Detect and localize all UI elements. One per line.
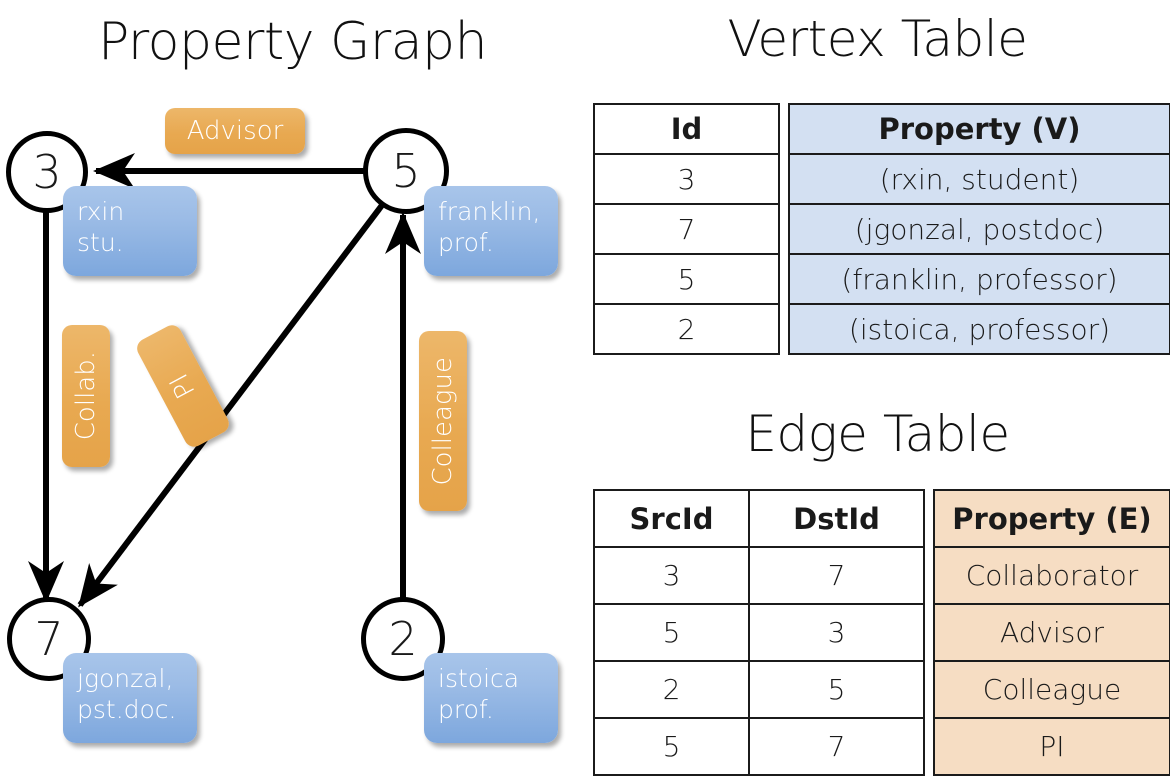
edge-cell-src: 2 bbox=[593, 660, 750, 719]
table-row: 3 (rxin, student) bbox=[593, 153, 1170, 205]
graph-node-3-label: 3 bbox=[32, 145, 62, 199]
edge-cell-property: Collaborator bbox=[933, 546, 1170, 605]
node-property-box-7: jgonzal, pst.doc. bbox=[63, 653, 197, 743]
node-property-box-2: istoica prof. bbox=[424, 653, 558, 743]
edge-cell-dst: 7 bbox=[748, 546, 925, 605]
graph-node-5[interactable]: 5 bbox=[363, 128, 449, 214]
vertex-cell-property: (franklin, professor) bbox=[788, 253, 1170, 305]
edge-table-header-srcid: SrcId bbox=[593, 489, 750, 548]
edge-table: SrcId DstId Property (E) 3 7 Collaborato… bbox=[593, 489, 1170, 776]
edge-5-to-7 bbox=[77, 190, 395, 608]
node-property-7-line2: pst.doc. bbox=[77, 695, 177, 725]
node-property-3-line2: stu. bbox=[77, 228, 124, 258]
edge-table-header-dstid: DstId bbox=[748, 489, 925, 548]
edge-label-advisor-text: Advisor bbox=[186, 116, 284, 146]
vertex-cell-id: 2 bbox=[593, 303, 780, 355]
edge-table-header-property: Property (E) bbox=[933, 489, 1170, 548]
edge-label-collab-text: Collab. bbox=[71, 351, 101, 441]
node-property-7-line1: jgonzal, bbox=[77, 664, 174, 693]
edge-cell-property: PI bbox=[933, 717, 1170, 776]
vertex-cell-property: (rxin, student) bbox=[788, 153, 1170, 205]
edge-table-spacer bbox=[924, 604, 934, 661]
vertex-table-header-id: Id bbox=[593, 103, 780, 155]
vertex-table-header-row: Id Property (V) bbox=[593, 103, 1170, 155]
edge-label-collab: Collab. bbox=[62, 325, 110, 467]
node-property-5-line1: franklin, bbox=[438, 197, 541, 226]
edge-cell-property: Colleague bbox=[933, 660, 1170, 719]
vertex-cell-id: 3 bbox=[593, 153, 780, 205]
graph-node-7-label: 7 bbox=[34, 612, 64, 666]
page-title-vertex-table: Vertex Table bbox=[727, 10, 1028, 68]
edge-table-spacer bbox=[924, 661, 934, 718]
node-property-2-line1: istoica bbox=[438, 664, 520, 693]
node-property-box-5: franklin, prof. bbox=[424, 186, 558, 276]
vertex-table-spacer bbox=[779, 104, 789, 154]
edge-cell-dst: 7 bbox=[748, 717, 925, 776]
page-title-property-graph: Property Graph bbox=[97, 12, 488, 72]
edge-label-advisor: Advisor bbox=[165, 108, 305, 154]
property-graph-panel: Property Graph 3 5 7 2 rxin stu. frankli… bbox=[0, 0, 585, 760]
graph-edges-svg bbox=[28, 153, 421, 610]
edge-cell-dst: 5 bbox=[748, 660, 925, 719]
vertex-table-header-property: Property (V) bbox=[788, 103, 1170, 155]
vertex-cell-id: 5 bbox=[593, 253, 780, 305]
table-row: 2 (istoica, professor) bbox=[593, 303, 1170, 355]
graph-node-2-label: 2 bbox=[388, 612, 418, 666]
edge-cell-src: 5 bbox=[593, 603, 750, 662]
page-title-edge-table: Edge Table bbox=[745, 405, 1010, 463]
graph-node-2[interactable]: 2 bbox=[361, 597, 445, 681]
vertex-cell-id: 7 bbox=[593, 203, 780, 255]
edge-cell-src: 3 bbox=[593, 546, 750, 605]
edge-table-header-row: SrcId DstId Property (E) bbox=[593, 489, 1170, 548]
vertex-table-spacer bbox=[779, 254, 789, 304]
edge-cell-src: 5 bbox=[593, 717, 750, 776]
edge-label-colleague: Colleague bbox=[419, 331, 467, 511]
vertex-table-spacer bbox=[779, 204, 789, 254]
vertex-table: Id Property (V) 3 (rxin, student) 7 (jgo… bbox=[593, 103, 1170, 355]
node-property-2-line2: prof. bbox=[438, 695, 494, 725]
edge-label-colleague-text: Colleague bbox=[428, 356, 458, 486]
graph-node-5-label: 5 bbox=[391, 144, 421, 198]
vertex-cell-property: (jgonzal, postdoc) bbox=[788, 203, 1170, 255]
node-property-box-3: rxin stu. bbox=[63, 186, 197, 276]
table-row: 5 (franklin, professor) bbox=[593, 253, 1170, 305]
edge-label-pi-text: PI bbox=[164, 368, 202, 404]
table-row: 2 5 Colleague bbox=[593, 660, 1170, 719]
edge-table-spacer bbox=[924, 547, 934, 604]
edge-cell-dst: 3 bbox=[748, 603, 925, 662]
vertex-table-spacer bbox=[779, 304, 789, 354]
node-property-5-line2: prof. bbox=[438, 228, 494, 258]
edge-table-spacer bbox=[924, 490, 934, 547]
node-property-3-line1: rxin bbox=[77, 197, 125, 226]
table-row: 3 7 Collaborator bbox=[593, 546, 1170, 605]
table-row: 5 7 PI bbox=[593, 717, 1170, 776]
table-row: 5 3 Advisor bbox=[593, 603, 1170, 662]
edge-cell-property: Advisor bbox=[933, 603, 1170, 662]
vertex-table-spacer bbox=[779, 154, 789, 204]
vertex-cell-property: (istoica, professor) bbox=[788, 303, 1170, 355]
edge-table-spacer bbox=[924, 718, 934, 775]
table-row: 7 (jgonzal, postdoc) bbox=[593, 203, 1170, 255]
